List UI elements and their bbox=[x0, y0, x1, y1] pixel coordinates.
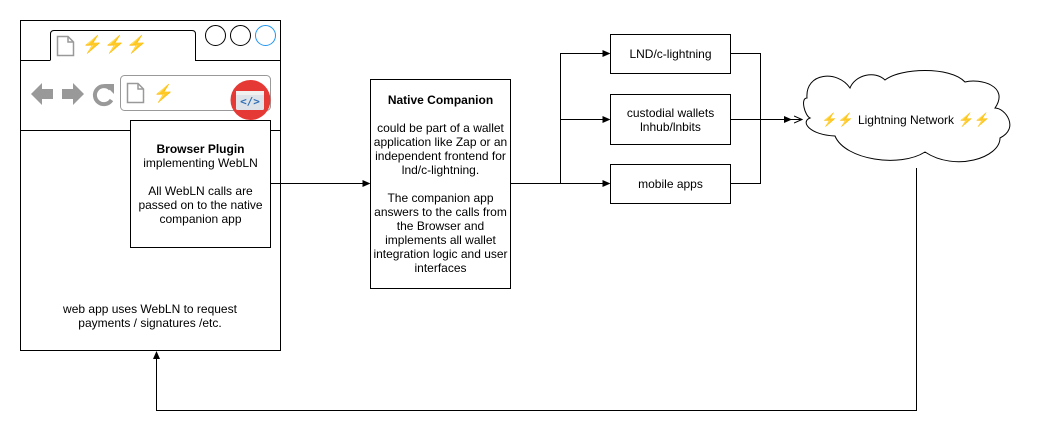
plugin-body-line: passed on to the native bbox=[138, 198, 263, 212]
forward-arrow-icon[interactable] bbox=[62, 83, 84, 105]
bolt-icon-right: ⚡⚡ bbox=[958, 112, 991, 127]
plugin-badge-icon[interactable] bbox=[230, 80, 271, 120]
companion-text-line: could be part of a wallet bbox=[377, 121, 504, 135]
connector-mobile-network bbox=[730, 119, 761, 184]
companion-text-line: the Browser and bbox=[396, 219, 485, 233]
companion-text-line: independent frontend for bbox=[375, 149, 506, 163]
network-label-text: Lightning Network bbox=[857, 112, 955, 127]
bolt-icon-left: ⚡⚡ bbox=[821, 112, 854, 127]
custodial-label-line: lnhub/lnbits bbox=[640, 119, 701, 134]
custodial-label-line: custodial wallets bbox=[626, 105, 715, 120]
companion-title: Native Companion bbox=[387, 93, 494, 107]
companion-text-line: lnd/c-lightning. bbox=[401, 163, 480, 177]
lnd-box[interactable]: LND/c-lightning bbox=[610, 34, 731, 74]
address-bolt: ⚡ bbox=[153, 84, 175, 103]
companion-text-line: implements all wallet bbox=[385, 233, 496, 247]
native-companion-box[interactable]: Native Companion could be part of a wall… bbox=[370, 79, 511, 289]
address-document-icon bbox=[126, 82, 145, 104]
webapp-note-line: payments / signatures /etc. bbox=[78, 316, 222, 330]
webapp-note: web app uses WebLN to request payments /… bbox=[40, 302, 260, 330]
lnd-label: LND/c-lightning bbox=[629, 47, 712, 61]
plugin-subtitle: implementing WebLN bbox=[143, 156, 258, 170]
plugin-body-line: companion app bbox=[159, 212, 242, 226]
lightning-network-cloud bbox=[803, 70, 1011, 163]
plugin-title: Browser Plugin bbox=[156, 142, 245, 156]
custodial-wallets-box[interactable]: custodial wallets lnhub/lnbits bbox=[610, 94, 731, 145]
companion-text-line: The companion app bbox=[387, 191, 494, 205]
plugin-badge-label: </> bbox=[240, 95, 260, 108]
tab-bolts: ⚡⚡⚡ bbox=[82, 35, 149, 54]
webapp-note-line: web app uses WebLN to request bbox=[63, 302, 237, 316]
companion-text-line: integration logic and user bbox=[373, 247, 508, 261]
connector-companion-lnd bbox=[504, 50, 611, 187]
document-icon bbox=[56, 35, 75, 57]
mobile-label: mobile apps bbox=[638, 177, 703, 191]
companion-text-line: answers to the calls from bbox=[374, 205, 507, 219]
mobile-apps-box[interactable]: mobile apps bbox=[610, 164, 731, 204]
connector-lnd-network bbox=[730, 53, 761, 120]
back-arrow-icon[interactable] bbox=[31, 83, 53, 105]
lightning-network-label: ⚡⚡ Lightning Network ⚡⚡ bbox=[816, 111, 996, 128]
connector-network-webapp bbox=[153, 168, 917, 411]
companion-text-line: interfaces bbox=[414, 261, 467, 275]
plugin-body-line: All WebLN calls are bbox=[148, 184, 253, 198]
browser-plugin-box[interactable]: Browser Plugin implementing WebLN All We… bbox=[130, 120, 271, 248]
companion-text-line: application like Zap or an bbox=[373, 135, 508, 149]
reload-icon[interactable] bbox=[92, 84, 114, 107]
